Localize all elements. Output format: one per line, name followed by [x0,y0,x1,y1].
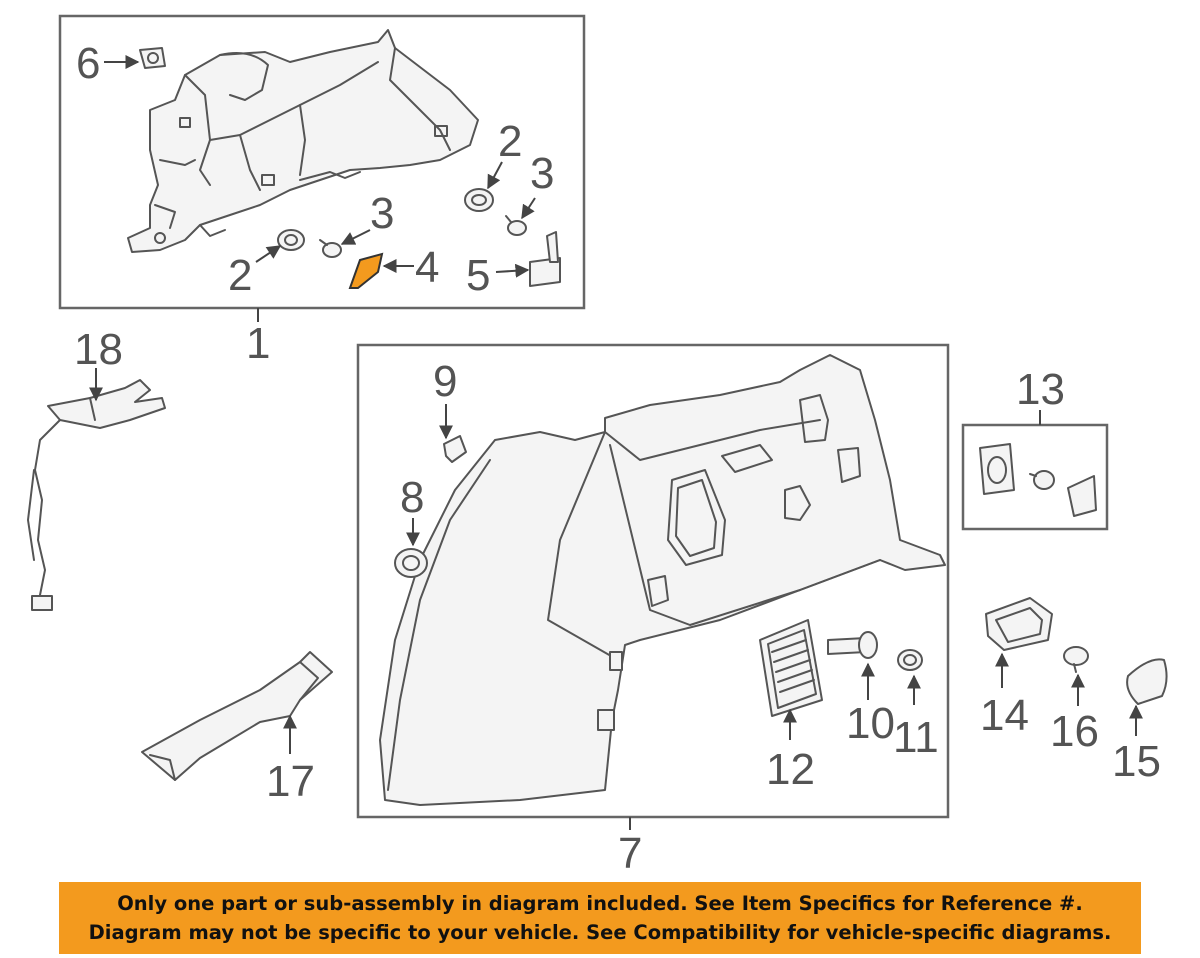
callout-4: 4 [415,243,439,292]
disclaimer-line-2: Diagram may not be specific to your vehi… [88,921,1112,944]
part-4-highlighted-bracket [348,252,384,289]
lead-3b [521,197,536,220]
callout-3a: 3 [370,189,394,238]
lead-2a [255,245,282,263]
parts-diagram: 6 2 2 3 3 4 5 1 18 [27,14,1168,878]
disclaimer-banner: Only one part or sub-assembly in diagram… [59,882,1141,954]
callout-8: 8 [400,473,424,522]
part-10-fastener [827,631,878,659]
part-16-pin [1063,646,1089,673]
callout-11: 11 [893,713,939,762]
callout-5: 5 [466,251,490,300]
callout-7: 7 [618,829,642,878]
lead-5 [495,263,530,278]
part-17-sill-plate [141,651,333,781]
assembly-box-1 [58,14,586,310]
part-5-hook [529,231,561,287]
assembly-box-13 [961,423,1109,531]
part-3-pin-a [319,239,342,258]
callout-3b: 3 [530,149,554,198]
part-18-wire-harness [27,379,166,611]
part-2-grommet-b [464,188,494,212]
assembly-box-7 [356,343,950,819]
lead-3a [340,229,371,245]
part-14-handle [985,597,1053,651]
upper-quarter-trim-panel [127,29,479,253]
callout-12: 12 [766,745,815,794]
callout-17: 17 [266,757,315,806]
part-9-clip [443,435,467,463]
part-2-grommet-a [277,229,305,251]
callout-10: 10 [846,699,895,748]
callout-14: 14 [980,691,1029,740]
lead-2b [487,161,503,190]
part-8-grommet [394,548,428,578]
part-15-cover [1126,658,1168,705]
part-13-components [979,443,1097,517]
callout-16: 16 [1050,707,1099,756]
part-11-nut [897,649,923,671]
callout-2a: 2 [228,251,252,300]
callout-9: 9 [433,357,457,406]
callout-1: 1 [246,319,270,368]
lower-quarter-trim-panel [379,354,946,806]
part-3-pin-b [505,215,527,236]
callout-2b: 2 [498,117,522,166]
disclaimer-line-1: Only one part or sub-assembly in diagram… [117,892,1083,915]
callout-18: 18 [74,325,123,374]
part-12-vent-grille [759,619,823,717]
callout-13: 13 [1016,365,1065,414]
callout-15: 15 [1112,737,1161,786]
callout-6: 6 [76,39,100,88]
part-6-clip [139,47,166,69]
